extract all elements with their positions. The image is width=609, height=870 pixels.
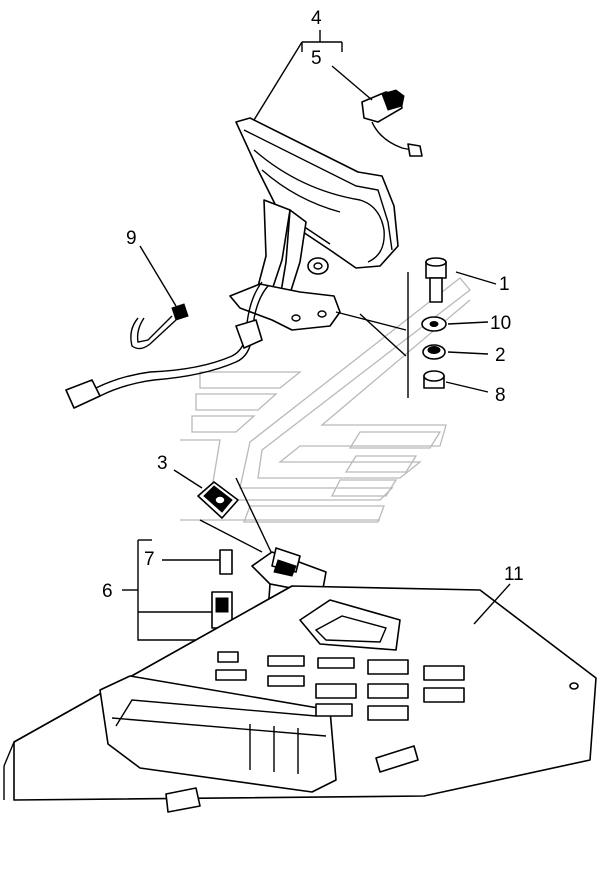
callout-10: 10 [490, 313, 511, 334]
work-lamp [229, 117, 399, 331]
leader-lines [122, 30, 511, 625]
dashboard-panel [3, 585, 597, 813]
callout-labels: 4 5 9 1 10 2 8 3 7 6 11 [102, 8, 524, 602]
callout-2: 2 [495, 345, 506, 366]
callout-9: 9 [126, 228, 137, 249]
callout-3: 3 [157, 453, 168, 474]
watermark-logo [180, 277, 471, 523]
fastener-stack [335, 257, 447, 398]
callout-4: 4 [311, 8, 322, 29]
callout-5: 5 [311, 48, 322, 69]
callout-7: 7 [144, 549, 155, 570]
callout-1: 1 [499, 274, 510, 295]
callout-11: 11 [504, 564, 524, 585]
mounting-clamp [197, 477, 273, 555]
callout-8: 8 [495, 385, 506, 406]
cable-harness [65, 281, 269, 409]
callout-6: 6 [102, 581, 113, 602]
